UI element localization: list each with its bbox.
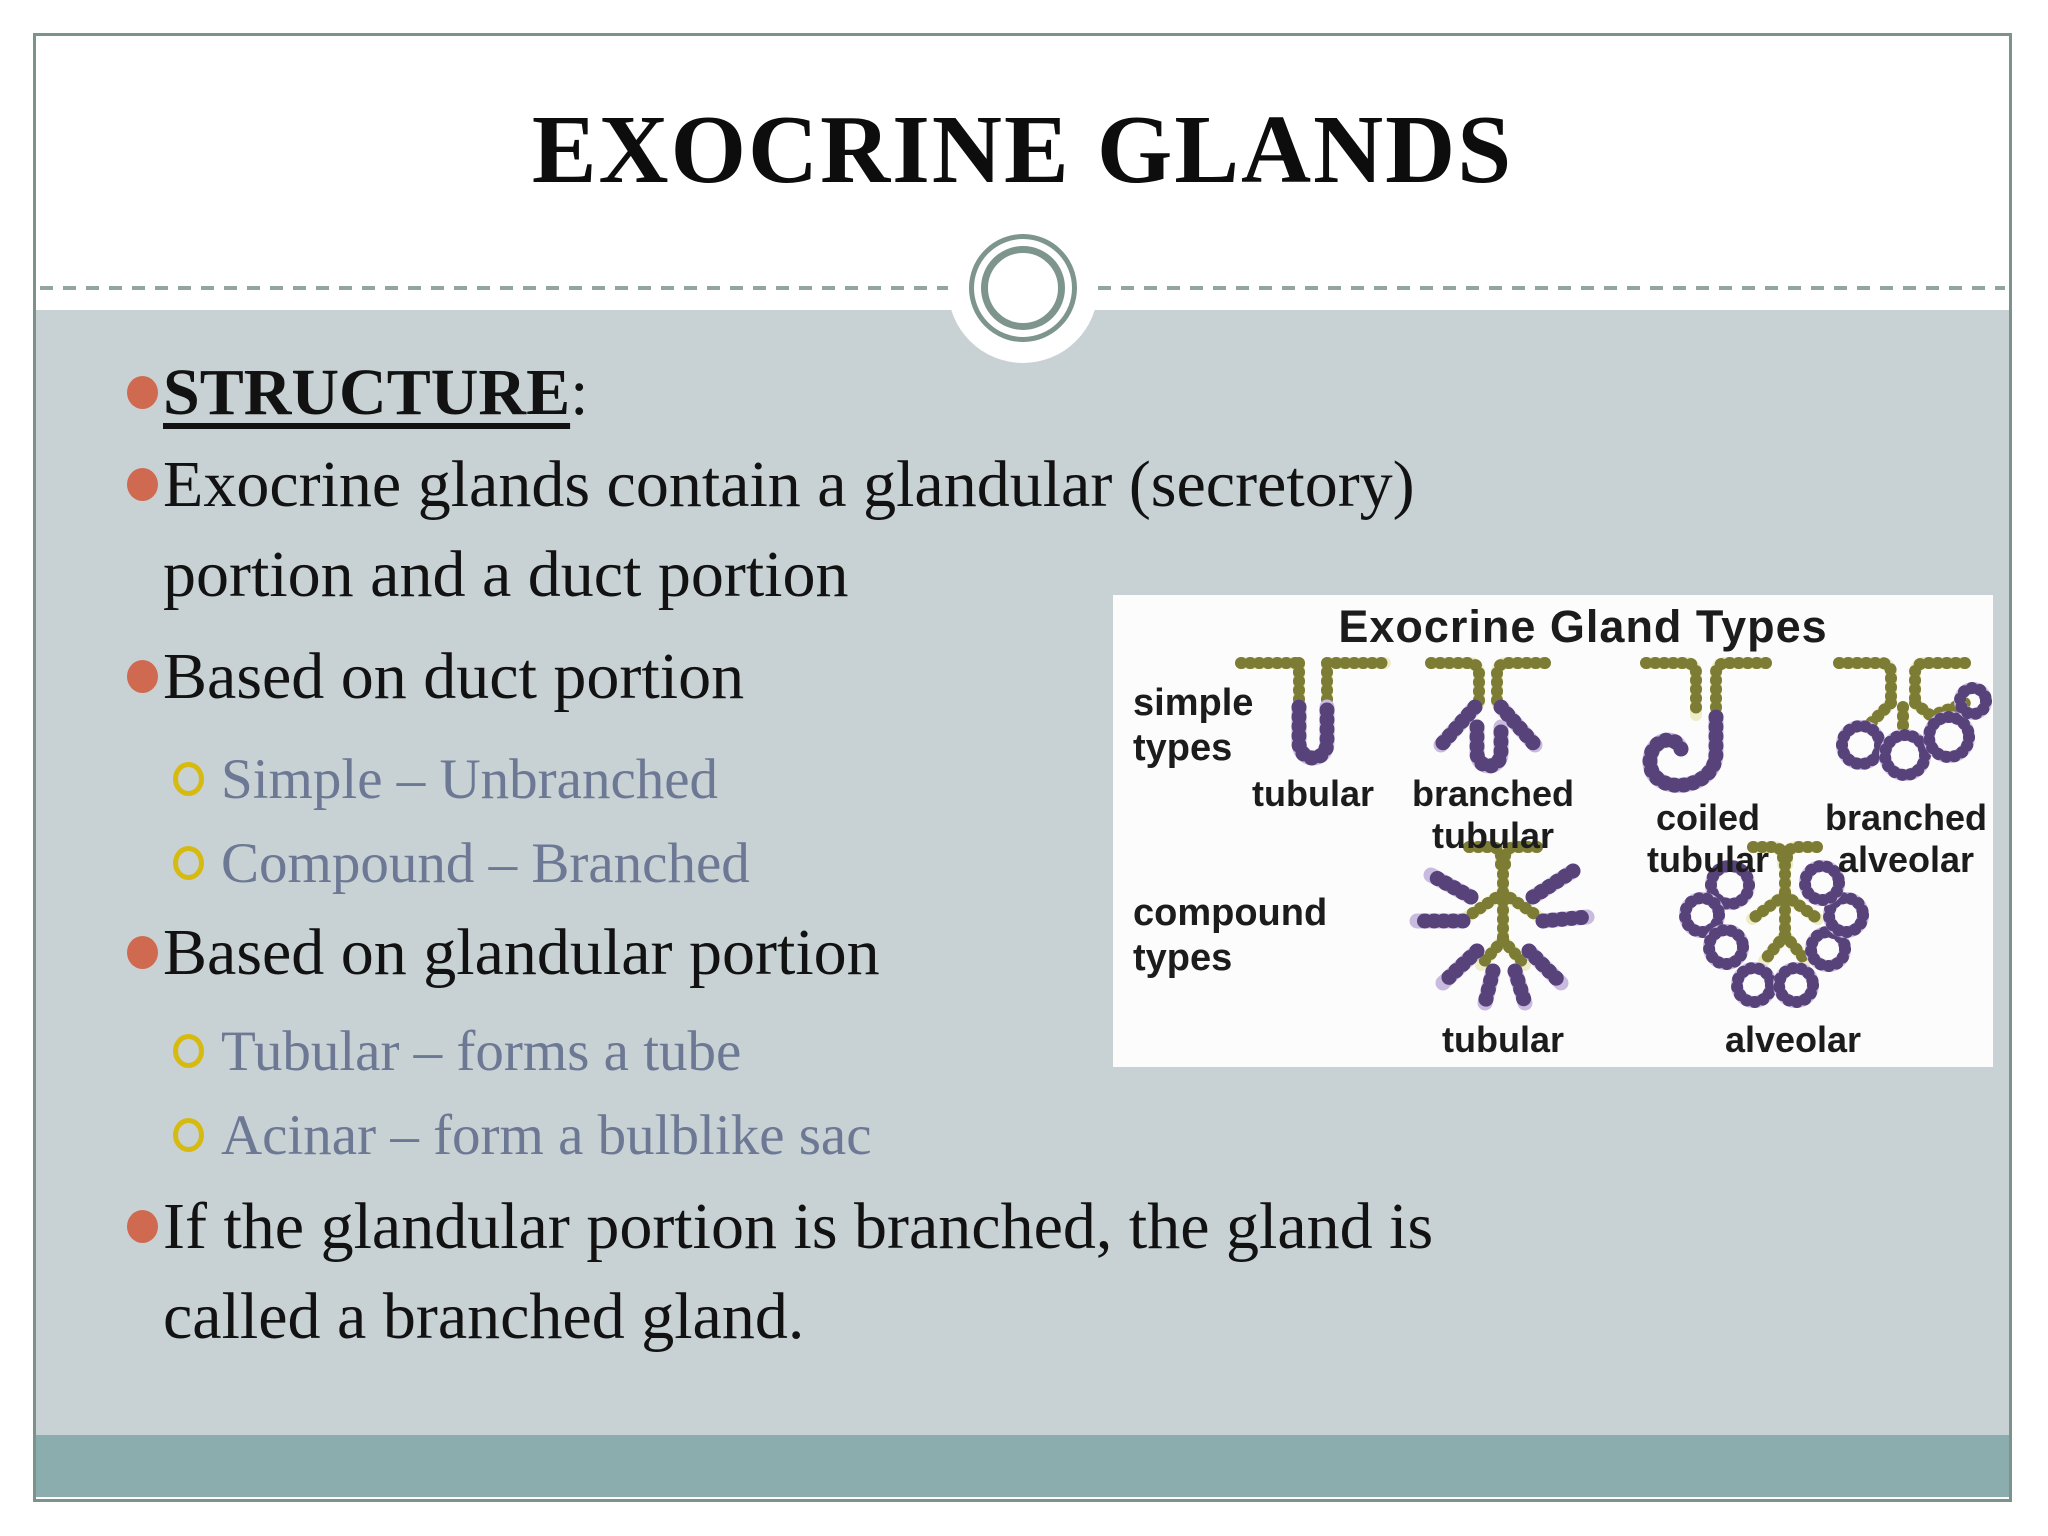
page-title: EXOCRINE GLANDS [531, 96, 1514, 203]
footer-band [36, 1435, 2009, 1497]
sub-bullet-ring-icon [173, 762, 204, 796]
structure-colon: : [570, 356, 589, 429]
bullet-line: Based on glandular portion [163, 916, 880, 989]
figure-label-compound-alveolar: alveolar [1724, 1019, 1862, 1060]
bullet-line: If the glandular portion is branched, th… [163, 1190, 1434, 1263]
bullet-line: Exocrine glands contain a glandular (sec… [163, 448, 1415, 521]
bullet-dot-icon [127, 1210, 158, 1243]
figure-label-tubular: tubular [1252, 773, 1374, 814]
gland-branched-alveolar-diagram [1839, 663, 1992, 781]
sub-bullet-acinar: Acinar – form a bulblike sac [36, 1094, 2009, 1178]
gland-branched-tubular-diagram [1431, 663, 1545, 766]
gland-compound-tubular-diagram [1417, 847, 1587, 1003]
figure-title: Exocrine Gland Types [1338, 601, 1828, 652]
circle-ornament-inner-ring [980, 246, 1065, 330]
bullet-exocrine-description: Exocrine glands contain a glandular (sec… [36, 440, 2009, 620]
exocrine-gland-types-figure: Exocrine Gland Types simple types compou… [1113, 595, 1993, 1067]
bullet-dot-icon [127, 468, 158, 501]
sub-bullet-ring-icon [173, 1118, 204, 1152]
figure-label-branched-tubular: branched tubular [1411, 773, 1575, 856]
slide: EXOCRINE GLANDS STRUCTURE: Exocrine glan… [33, 33, 2012, 1502]
sub-bullet-compound: Compound – Branched [36, 822, 2009, 906]
bullet-line: called a branched gland. [163, 1280, 805, 1353]
gland-diagrams-svg [1113, 595, 1992, 1067]
bullet-line: Based on duct portion [163, 640, 745, 713]
sub-bullet-simple: Simple – Unbranched [36, 738, 2009, 822]
bullet-line: portion and a duct portion [163, 538, 849, 611]
gland-coiled-tubular-diagram [1646, 663, 1766, 785]
bullet-line: Simple – Unbranched [221, 748, 719, 811]
sub-bullet-tubular: Tubular – forms a tube [36, 1010, 2009, 1094]
structure-heading: STRUCTURE [163, 356, 571, 429]
bullet-dot-icon [127, 936, 158, 969]
figure-compound-types-label: compound types [1133, 892, 1328, 979]
sub-bullet-ring-icon [173, 1034, 204, 1068]
bullet-dot-icon [127, 376, 158, 409]
gland-compound-alveolar-diagram [1679, 847, 1869, 1008]
bullet-based-on-duct: Based on duct portion [36, 632, 2009, 722]
figure-label-compound-tubular: tubular [1442, 1019, 1564, 1060]
bullet-structure: STRUCTURE: [36, 348, 2009, 438]
bullet-branched-gland-note: If the glandular portion is branched, th… [36, 1182, 2009, 1362]
sub-bullet-ring-icon [173, 846, 204, 880]
bullet-line: Tubular – forms a tube [221, 1020, 742, 1083]
bullet-line: Compound – Branched [221, 832, 750, 895]
figure-simple-types-label: simple types [1133, 682, 1254, 769]
figure-label-coiled-tubular: coiled tubular [1647, 797, 1769, 880]
slide-body: STRUCTURE: Exocrine glands contain a gla… [36, 310, 2009, 1435]
bullet-dot-icon [127, 660, 158, 693]
bullet-based-on-glandular: Based on glandular portion [36, 908, 2009, 998]
figure-label-branched-alveolar: branched alveolar [1824, 797, 1988, 880]
bullet-line: Acinar – form a bulblike sac [221, 1104, 872, 1167]
